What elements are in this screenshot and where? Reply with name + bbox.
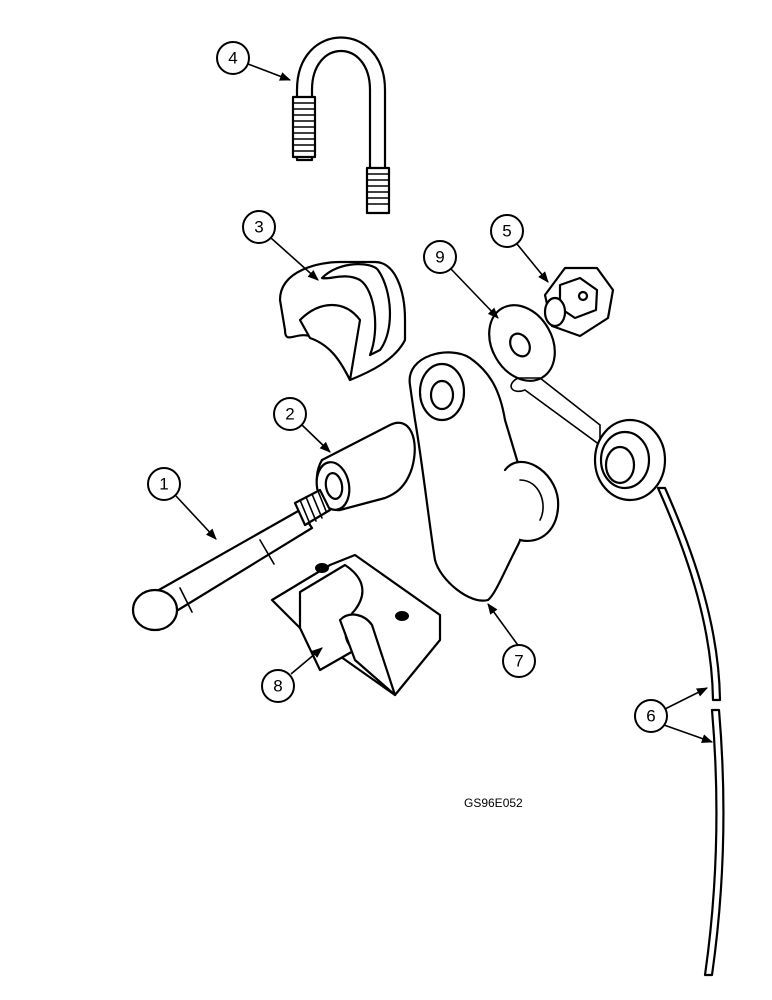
callout-1-label: 1 bbox=[159, 475, 168, 494]
pin-part bbox=[131, 488, 332, 632]
callout-2: 2 bbox=[273, 397, 307, 431]
bushing-half-part bbox=[278, 260, 407, 382]
u-bolt-part bbox=[291, 36, 391, 215]
callout-4: 4 bbox=[216, 41, 250, 75]
clamp-block-part bbox=[270, 553, 442, 697]
hex-nut-part bbox=[543, 266, 615, 338]
callout-9: 9 bbox=[423, 240, 457, 274]
callout-3: 3 bbox=[242, 210, 276, 244]
washer-part bbox=[488, 304, 556, 382]
callout-9-label: 9 bbox=[435, 248, 444, 267]
callout-7-label: 7 bbox=[514, 652, 523, 671]
sleeve-bushing-part bbox=[315, 421, 416, 512]
callout-5: 5 bbox=[490, 214, 524, 248]
callout-6-label: 6 bbox=[646, 707, 655, 726]
callout-3-label: 3 bbox=[254, 218, 263, 237]
drawing-code-label: GS96E052 bbox=[464, 796, 523, 810]
callout-4-label: 4 bbox=[228, 49, 237, 68]
callout-5-label: 5 bbox=[502, 222, 511, 241]
leader-lines bbox=[175, 63, 714, 743]
callout-6: 6 bbox=[634, 699, 668, 733]
lever-arm-part bbox=[408, 351, 560, 602]
spring-part bbox=[510, 377, 725, 977]
callout-8: 8 bbox=[261, 669, 295, 703]
callout-2-label: 2 bbox=[285, 405, 294, 424]
callout-1: 1 bbox=[147, 467, 181, 501]
callout-8-label: 8 bbox=[273, 677, 282, 696]
callout-7: 7 bbox=[502, 644, 536, 678]
